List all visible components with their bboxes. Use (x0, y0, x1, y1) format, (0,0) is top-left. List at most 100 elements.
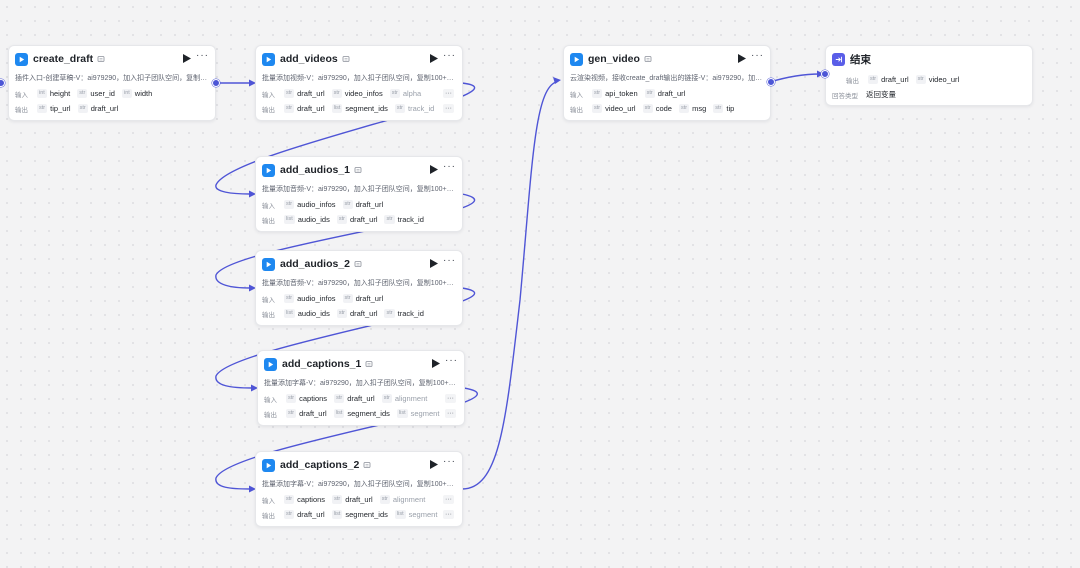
more-button[interactable]: ··· (443, 255, 456, 266)
type-tag: str (286, 409, 297, 418)
run-button[interactable] (432, 359, 440, 368)
more-params-button[interactable]: ··· (445, 394, 456, 403)
node-header: 结束 (826, 46, 1032, 72)
more-button[interactable]: ··· (445, 355, 458, 366)
param-name: tip (726, 104, 735, 113)
type-tag: str (379, 495, 390, 504)
type-tag: str (332, 495, 343, 504)
type-tag: str (384, 309, 395, 318)
more-button[interactable]: ··· (196, 50, 209, 61)
node-description: 插件入口-创建草稿-V：ai979290，加入扣子团队空间，复制1… (15, 75, 212, 82)
type-tag: str (644, 89, 655, 98)
param-name: msg (692, 104, 707, 113)
param-name: alignment (392, 495, 426, 504)
type-tag: list (394, 510, 406, 519)
version-icon (342, 55, 350, 63)
output-port-create-draft[interactable] (212, 79, 220, 87)
node-header: add_audios_2 ··· (256, 251, 462, 277)
node-title: add_audios_2 (280, 258, 351, 270)
node-add-audios-2[interactable]: add_audios_2 ··· 批量添加音频-V：ai979290，加入扣子团… (255, 250, 463, 326)
param-name: draft_url (297, 89, 325, 98)
output-port-gen-video[interactable] (767, 78, 775, 86)
node-add-audios-1[interactable]: add_audios_1 ··· 批量添加音频-V：ai979290，加入扣子团… (255, 156, 463, 232)
arrow-to-gen-video (553, 77, 561, 84)
node-add-captions-2[interactable]: add_captions_2 ··· 批量添加字幕-V：ai979290，加入扣… (255, 451, 463, 527)
run-button[interactable] (183, 54, 191, 63)
version-icon (354, 166, 362, 174)
version-icon (644, 55, 652, 63)
type-tag: str (642, 104, 653, 113)
node-create-draft[interactable]: create_draft ··· 插件入口-创建草稿-V：ai979290，加入… (8, 45, 216, 121)
more-button[interactable]: ··· (751, 50, 764, 61)
answer-type-label: 回答类型 (832, 92, 858, 100)
node-header: add_videos ··· (256, 46, 462, 72)
param-name: draft_url (345, 495, 373, 504)
param-name: tip_url (50, 104, 71, 113)
more-button[interactable]: ··· (443, 50, 456, 61)
type-tag: list (331, 510, 343, 519)
inputs-label: 输入 (570, 91, 583, 99)
plugin-icon (262, 163, 275, 177)
run-button[interactable] (430, 165, 438, 174)
outputs-label: 输出 (15, 106, 28, 114)
param-name: code (655, 104, 672, 113)
run-button[interactable] (738, 54, 746, 63)
run-button[interactable] (430, 54, 438, 63)
more-params-button[interactable]: ··· (443, 510, 454, 519)
node-title: add_captions_2 (280, 459, 360, 471)
more-button[interactable]: ··· (443, 161, 456, 172)
exit-icon (832, 52, 845, 66)
param-name: draft_url (349, 309, 378, 318)
input-port-create-draft[interactable] (0, 79, 5, 87)
param-name: draft_url (355, 200, 384, 209)
more-params-button[interactable]: ··· (445, 409, 456, 418)
type-tag: str (342, 294, 353, 303)
param-name: audio_ids (297, 215, 330, 224)
type-tag: str (284, 104, 295, 113)
node-gen-video[interactable]: gen_video ··· 云渲染视频，接收create_draft输出的链接-… (563, 45, 771, 121)
run-button[interactable] (430, 259, 438, 268)
param-name: draft_url (90, 104, 119, 113)
version-icon (97, 55, 105, 63)
node-add-videos[interactable]: add_videos ··· 批量添加视频-V：ai979290，加入扣子团队空… (255, 45, 463, 121)
run-button[interactable] (430, 460, 438, 469)
node-title: gen_video (588, 53, 640, 65)
more-params-button[interactable]: ··· (443, 495, 454, 504)
param-name: alignment (394, 394, 428, 403)
plugin-icon (264, 357, 277, 371)
more-params-button[interactable]: ··· (443, 104, 454, 113)
type-tag: str (77, 89, 88, 98)
param-name: draft_url (299, 409, 327, 418)
param-name: draft_url (297, 104, 325, 113)
input-port-end[interactable] (821, 70, 829, 78)
type-tag: str (394, 104, 406, 113)
more-params-button[interactable]: ··· (443, 89, 454, 98)
plugin-icon (15, 52, 28, 66)
type-tag: str (342, 200, 353, 209)
param-name: audio_ids (297, 309, 330, 318)
type-tag: str (284, 495, 295, 504)
type-tag: str (286, 394, 297, 403)
answer-type-row: 回答类型 返回变量 (826, 87, 1032, 102)
node-header: add_captions_1 ··· (258, 351, 464, 377)
node-header: gen_video ··· (564, 46, 770, 72)
node-add-captions-1[interactable]: add_captions_1 ··· 批量添加字幕-V：ai979290，加入扣… (257, 350, 465, 426)
type-tag: str (868, 75, 879, 84)
type-tag: str (592, 104, 603, 113)
more-button[interactable]: ··· (443, 456, 456, 467)
param-name: draft_url (355, 294, 384, 303)
